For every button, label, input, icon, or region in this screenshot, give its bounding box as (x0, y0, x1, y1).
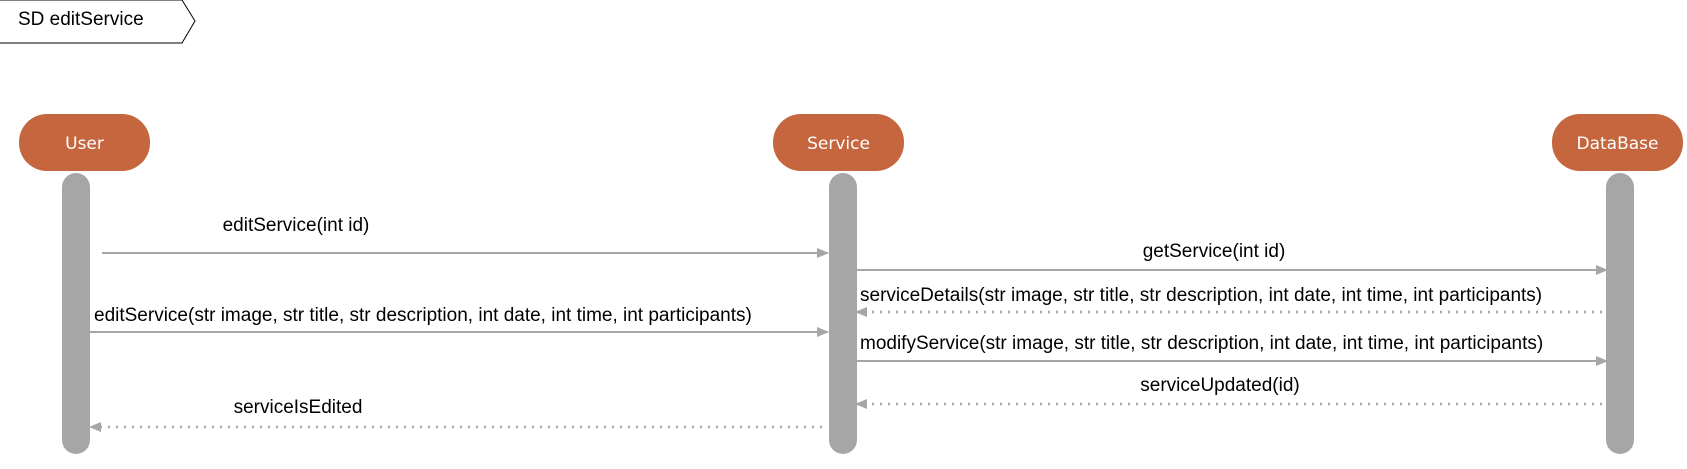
participant-service[interactable]: Service (773, 114, 904, 171)
message-label: modifyService(str image, str title, str … (860, 333, 1543, 354)
message-label: getService(int id) (1143, 241, 1286, 262)
participant-service-label: Service (807, 134, 870, 154)
message-service-updated: serviceUpdated(id) (855, 375, 1602, 409)
message-service-is-edited: serviceIsEdited (89, 397, 822, 432)
participant-user-label: User (65, 134, 104, 154)
frame-title: SD editService (18, 9, 144, 30)
frame-tab-border (0, 0, 196, 44)
message-label: editService(int id) (223, 215, 370, 236)
message-label: editService(str image, str title, str de… (94, 305, 752, 326)
message-get-service: getService(int id) (856, 241, 1608, 275)
message-modify-service: modifyService(str image, str title, str … (856, 333, 1608, 366)
message-edit-service-submit: editService(str image, str title, str de… (90, 305, 829, 337)
message-label: serviceUpdated(id) (1140, 375, 1299, 396)
message-edit-service-request: editService(int id) (102, 215, 829, 258)
message-label: serviceIsEdited (234, 397, 363, 418)
participant-database-label: DataBase (1577, 134, 1659, 154)
participant-user[interactable]: User (19, 114, 150, 171)
message-service-details: serviceDetails(str image, str title, str… (855, 285, 1602, 317)
frame-tab: SD editService (0, 0, 196, 44)
participant-database[interactable]: DataBase (1552, 114, 1683, 171)
message-label: serviceDetails(str image, str title, str… (860, 285, 1542, 306)
